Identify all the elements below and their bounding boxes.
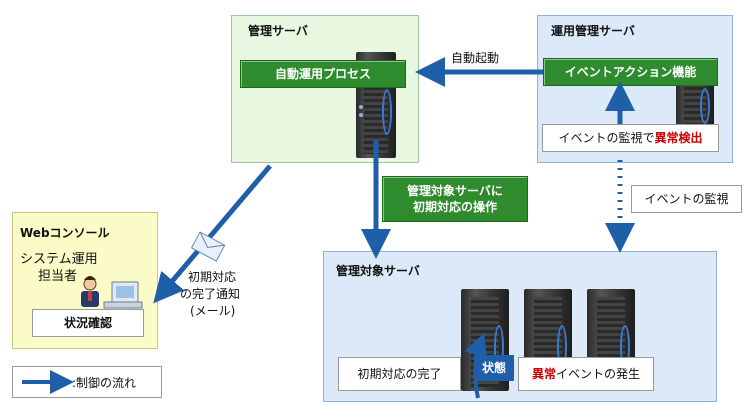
- event-action-feature-box: イベントアクション機能: [543, 58, 718, 86]
- mgmt-server-title: 管理サーバ: [248, 24, 308, 38]
- person-line2: 担当者: [38, 269, 78, 284]
- notification-arrow: [153, 164, 272, 304]
- anomaly-suffix: イベントの発生: [556, 367, 641, 381]
- operation-label-box: 管理対象サーバに 初期対応の操作: [382, 176, 528, 222]
- event-detect-box: イベントの監視で異常検出: [542, 124, 719, 152]
- status-check-box: 状況確認: [32, 309, 144, 337]
- pc-monitor-icon: [103, 281, 143, 309]
- mail-label-line2: の完了通知: [180, 287, 241, 301]
- person-line1: システム運用: [20, 252, 98, 267]
- operation-label-line1: 管理対象サーバに: [407, 184, 503, 198]
- web-console-title: Webコンソール: [20, 226, 110, 240]
- event-watch-box: イベントの監視: [631, 185, 742, 213]
- operator-person-icon: [81, 276, 99, 307]
- event-detect-prefix: イベントの監視で: [558, 131, 655, 145]
- legend-text: :制御の流れ: [72, 376, 137, 390]
- mail-envelope-icon: [190, 231, 226, 262]
- initial-response-complete-box: 初期対応の完了: [338, 357, 461, 391]
- target-server-title: 管理対象サーバ: [336, 264, 420, 278]
- auto-start-label: 自動起動: [451, 51, 500, 65]
- mail-label-line3: (メール): [190, 304, 236, 318]
- mail-label-line1: 初期対応: [188, 270, 237, 284]
- event-detect-highlight: 異常検出: [654, 131, 703, 145]
- ops-server-title: 運用管理サーバ: [551, 24, 635, 38]
- anomaly-event-occurrence-box: 異常イベントの発生: [518, 357, 654, 391]
- operation-label-line2: 初期対応の操作: [412, 200, 497, 214]
- anomaly-highlight: 異常: [531, 367, 556, 381]
- auto-ops-process-box: 自動運用プロセス: [240, 60, 406, 88]
- state-arrow: [464, 332, 488, 399]
